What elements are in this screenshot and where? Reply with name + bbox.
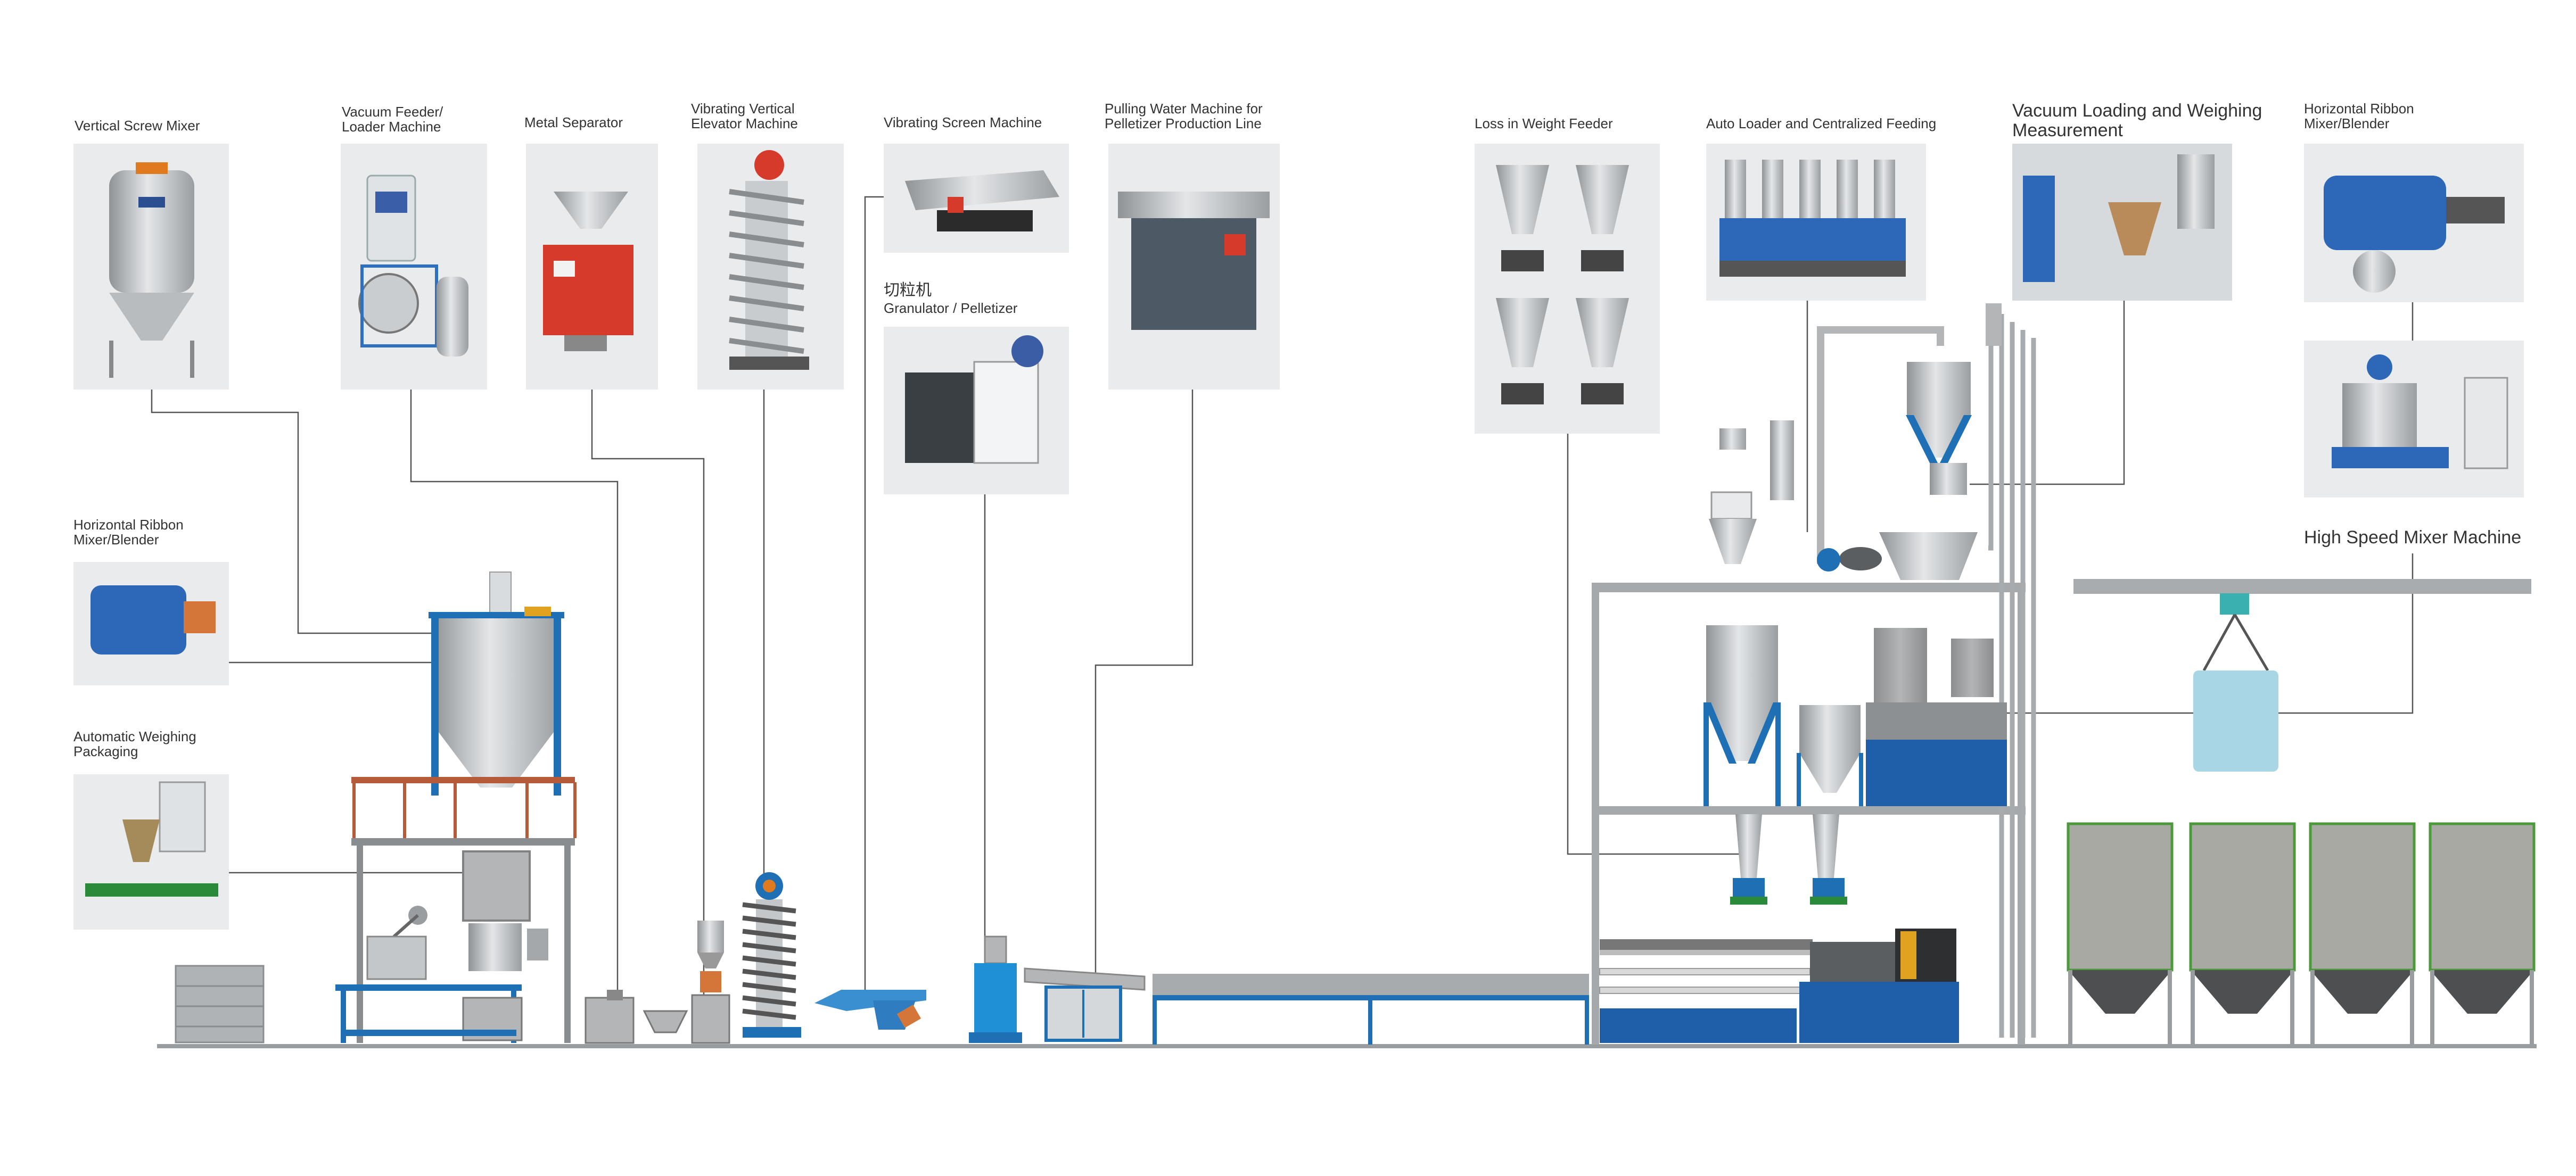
- label-pulling-water: Pulling Water Machine for Pelletizer Pro…: [1105, 101, 1263, 132]
- thumb-horizontal-ribbon-top: [2304, 144, 2524, 302]
- label-auto-loader: Auto Loader and Centralized Feeding: [1706, 115, 1937, 131]
- label-vertical-screw-mixer: Vertical Screw Mixer: [75, 118, 200, 134]
- thumb-auto-weighing-packaging: [73, 774, 229, 930]
- label-auto-weighing-packaging: Automatic Weighing Packaging: [73, 728, 196, 760]
- thumb-auto-loader: [1706, 144, 1926, 301]
- thumb-vertical-screw-mixer: [73, 144, 229, 390]
- silos: [2067, 822, 2536, 1045]
- label-vacuum-loading-weighing: Vacuum Loading and Weighing Measurement: [2012, 101, 2262, 140]
- floor-line: [157, 1044, 2537, 1048]
- label-metal-separator: Metal Separator: [524, 114, 623, 130]
- thumb-vacuum-feeder-loader: [341, 144, 487, 390]
- label-horizontal-ribbon-top: Horizontal Ribbon Mixer/Blender: [2304, 101, 2414, 132]
- water-trough: [1153, 974, 1589, 1045]
- connector-lines: [151, 196, 2414, 1006]
- spiral-elevator: [742, 872, 801, 1038]
- thumb-pulling-water: [1108, 144, 1280, 390]
- label-vibrating-screen: Vibrating Screen Machine: [884, 114, 1042, 130]
- thumb-vibrating-screen: [884, 144, 1069, 253]
- thumb-loss-in-weight-feeder: [1475, 144, 1660, 434]
- thumb-vacuum-loading-weighing: [2012, 144, 2232, 301]
- thumb-metal-separator: [526, 144, 658, 390]
- thumb-horizontal-ribbon-left: [73, 562, 229, 685]
- bag-pallet: [175, 965, 265, 1044]
- label-granulator-cn: 切粒机: [884, 281, 932, 299]
- extruder-structure: [1592, 303, 2036, 1045]
- label-vibrating-vertical-elevator: Vibrating Vertical Elevator Machine: [691, 101, 798, 132]
- thumb-vibrating-elevator: [697, 144, 844, 390]
- thumb-granulator: [884, 327, 1069, 494]
- granulator-line: [969, 935, 1022, 1043]
- mixing-tower: [335, 572, 577, 1043]
- label-granulator-en: Granulator / Pelletizer: [884, 300, 1018, 316]
- label-horizontal-ribbon-left: Horizontal Ribbon Mixer/Blender: [73, 517, 184, 548]
- label-loss-in-weight-feeder: Loss in Weight Feeder: [1475, 115, 1613, 131]
- label-vacuum-feeder-loader: Vacuum Feeder/ Loader Machine: [342, 104, 443, 135]
- pulling-water-line: [1024, 967, 1146, 1042]
- thumb-high-speed-mixer: [2304, 341, 2524, 498]
- vibrating-screen-line: [814, 990, 926, 1030]
- hoist-rail: [2073, 579, 2531, 772]
- label-high-speed-mixer: High Speed Mixer Machine: [2304, 527, 2522, 548]
- small-feeders: [585, 921, 730, 1044]
